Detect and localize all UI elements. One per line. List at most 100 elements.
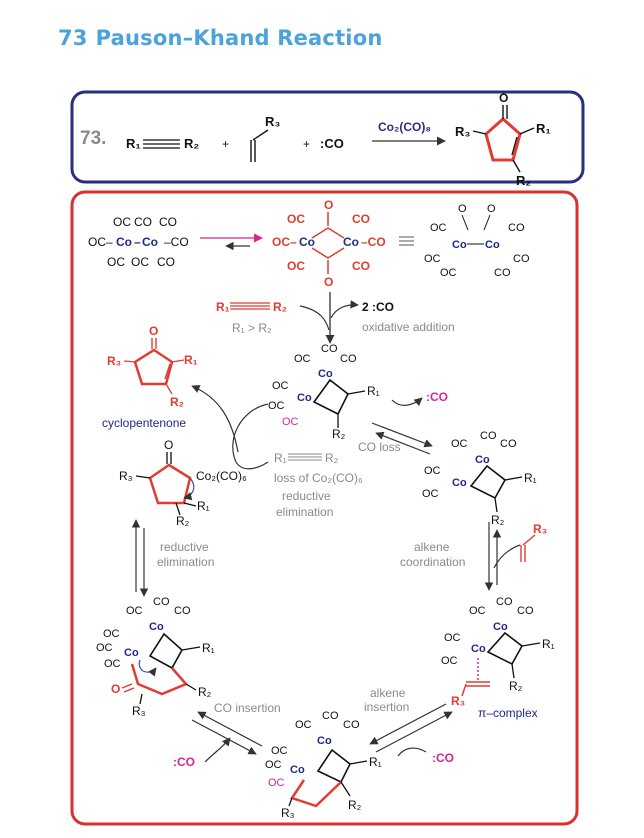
svg-text:OC: OC: [294, 353, 311, 365]
product-r2: R₂: [516, 173, 531, 188]
svg-text:R₁: R₁: [542, 637, 555, 651]
svg-text:R₃: R₃: [132, 704, 146, 718]
svg-text:R₂: R₂: [491, 513, 505, 527]
co-ligand-bottom-left: :CO: [173, 755, 195, 769]
svg-text:OC: OC: [444, 632, 461, 644]
svg-text:CO: CO: [352, 259, 370, 273]
alkyne-regen-r1: R₁: [274, 451, 287, 465]
svg-text:R₂: R₂: [198, 685, 212, 699]
svg-text:OC: OC: [287, 259, 305, 273]
svg-text:R₁: R₁: [367, 384, 380, 398]
cyclopentenone-label: cyclopentenone: [102, 416, 186, 430]
elimination-label: elimination: [276, 505, 333, 519]
svg-text:–: –: [134, 235, 141, 249]
svg-text:R₂: R₂: [509, 679, 523, 693]
svg-text:CO: CO: [153, 596, 170, 608]
incoming-alkene: [520, 534, 536, 562]
alkene-insertion-label-2: insertion: [364, 700, 409, 714]
svg-text:OC: OC: [272, 380, 289, 392]
product-r1: R₁: [536, 121, 551, 136]
two-co-label: 2 :CO: [362, 300, 394, 314]
co-ligand-bottom-right: :CO: [432, 751, 454, 765]
svg-text:OC: OC: [282, 416, 299, 428]
svg-text:Co: Co: [317, 735, 332, 747]
cyclopentenone-product: O R₁ R₂ R₃: [107, 324, 198, 409]
co-in-curve-right: [397, 747, 427, 757]
svg-text:Co: Co: [116, 235, 132, 249]
reaction-name: Pauson–Khand Reaction: [95, 26, 383, 50]
svg-text:R₃: R₃: [451, 694, 465, 708]
product-r3: R₃: [455, 124, 470, 139]
svg-text:R₁: R₁: [197, 499, 210, 513]
carbon-monoxide: :CO: [320, 136, 344, 151]
svg-text:R₁: R₁: [184, 353, 198, 367]
svg-text:R₂: R₂: [273, 300, 287, 314]
svg-text:O: O: [324, 198, 333, 212]
svg-text:CO: CO: [513, 253, 530, 265]
co-ligand-top: :CO: [426, 390, 448, 404]
svg-text:R₃: R₃: [119, 469, 133, 483]
svg-text:R₂: R₂: [332, 427, 346, 441]
svg-text:CO: CO: [159, 215, 177, 229]
mechanism-box: [70, 190, 579, 826]
co-out-curve: [330, 300, 359, 319]
svg-text:OC: OC: [287, 212, 305, 226]
svg-text:Co: Co: [149, 621, 164, 633]
co-in-curve-left: [204, 737, 231, 763]
co-insertion-fwd: [197, 711, 263, 747]
svg-text:O: O: [324, 275, 333, 289]
alkyne-entry: R₁ R₂ R₁ > R₂: [216, 300, 287, 335]
svg-text:OC: OC: [440, 267, 457, 279]
svg-text:OC: OC: [441, 655, 458, 667]
pi-complex-label: π–complex: [478, 706, 538, 720]
to-product-arrow: [232, 403, 269, 470]
svg-text:–CO: –CO: [164, 235, 189, 249]
alkene-r3: R₃: [265, 114, 280, 129]
loss-of-co2co6: loss of Co₂(CO)₆: [274, 471, 363, 485]
alkyne-in-curve: [299, 305, 330, 331]
alkyne-regen-bond: [288, 453, 322, 461]
catalyst-label: Co₂(CO)₈: [378, 120, 431, 134]
svg-text:CO: CO: [343, 719, 360, 731]
alkene-insertion-back: [375, 711, 453, 753]
svg-text:OC: OC: [424, 465, 441, 477]
svg-text:OC: OC: [96, 642, 113, 654]
svg-text:Co: Co: [452, 477, 467, 489]
reductive-elimination-label-2: elimination: [157, 555, 214, 569]
alkene-insertion-label-1: alkene: [370, 686, 406, 700]
plus-2: +: [303, 137, 310, 151]
svg-text:O: O: [458, 203, 467, 215]
svg-text:OC: OC: [103, 628, 120, 640]
svg-text:CO: CO: [157, 255, 175, 269]
page-title: 73 Pauson–Khand Reaction: [58, 26, 382, 50]
svg-text:CO: CO: [340, 353, 357, 365]
alkene-coordination-label-2: coordination: [400, 555, 465, 569]
svg-text:O: O: [149, 324, 158, 338]
svg-text:OC: OC: [113, 215, 131, 229]
svg-text:Co: Co: [142, 235, 158, 249]
svg-text:OC: OC: [271, 745, 288, 757]
svg-text:OC: OC: [469, 605, 486, 617]
svg-text:Co₂(CO)₆: Co₂(CO)₆: [196, 469, 247, 483]
svg-text:R₁: R₁: [524, 471, 537, 485]
svg-text:Co: Co: [124, 647, 139, 659]
reductive-elimination-label-1: reductive: [160, 540, 209, 554]
alkene-coordination-label-1: alkene: [414, 540, 450, 554]
svg-text:OC: OC: [265, 759, 282, 771]
svg-text:–CO: –CO: [361, 235, 386, 249]
svg-text:R₁: R₁: [369, 755, 382, 769]
svg-text:OC–: OC–: [88, 235, 113, 249]
alkene-in-curve: [493, 544, 521, 569]
svg-text:OC: OC: [268, 400, 285, 412]
svg-text:Co: Co: [343, 235, 359, 249]
reductive-label: reductive: [282, 489, 331, 503]
reaction-number: 73: [58, 26, 88, 50]
product-cobalt-complex: O R₃ Co₂(CO)₆ R₁ R₂: [119, 438, 247, 528]
svg-text:R₂: R₂: [176, 514, 190, 528]
